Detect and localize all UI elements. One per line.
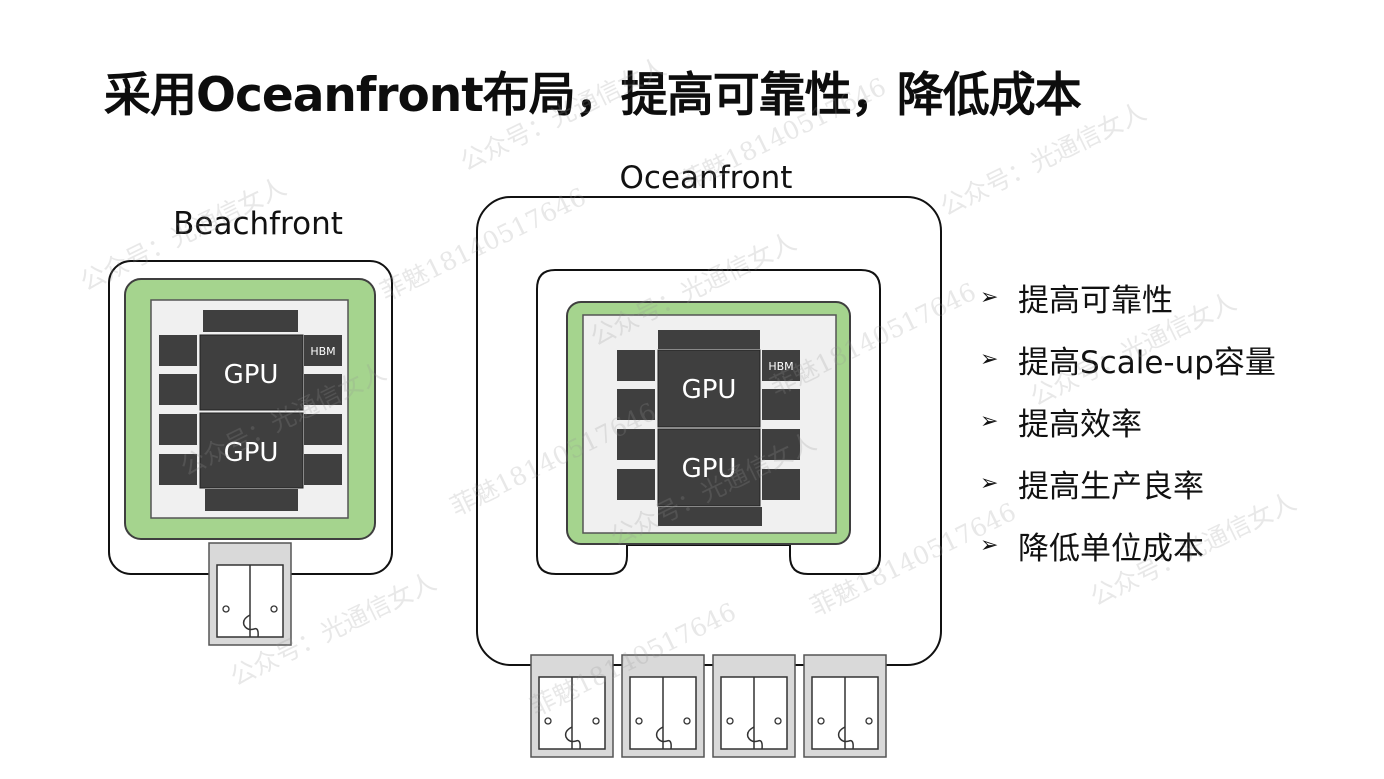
oceanfront-package: Oceanfront HBM GPU GPU — [476, 160, 942, 758]
arrow-bullet-icon: ➢ — [980, 284, 999, 310]
list-item-text: 提高可靠性 — [1018, 282, 1173, 319]
oceanfront-label: Oceanfront — [620, 160, 793, 196]
optical-connector — [621, 654, 705, 758]
top-bar — [203, 310, 298, 332]
hbm-stack — [304, 454, 342, 485]
optical-connector — [208, 542, 292, 646]
optical-connector — [530, 654, 614, 758]
hbm-stack — [617, 469, 655, 500]
optical-connector — [712, 654, 796, 758]
gpu-die — [199, 334, 304, 411]
gpu-label: GPU — [224, 360, 279, 390]
list-item: ➢ 提高Scale-up容量 — [980, 328, 1276, 390]
list-item: ➢ 提高可靠性 — [980, 266, 1276, 328]
hbm-stack — [159, 335, 197, 366]
hbm-stack-labeled — [762, 350, 800, 381]
hbm-stack — [304, 414, 342, 445]
hbm-stack — [617, 429, 655, 460]
list-item: ➢ 提高生产良率 — [980, 452, 1276, 514]
hbm-label: HBM — [310, 345, 335, 358]
list-item: ➢ 降低单位成本 — [980, 514, 1276, 576]
hbm-stack — [762, 389, 800, 420]
gpu-label: GPU — [682, 454, 737, 484]
benefits-list: ➢ 提高可靠性 ➢ 提高Scale-up容量 ➢ 提高效率 ➢ 提高生产良率 ➢ 降低单位… — [980, 266, 1276, 576]
gpu-die — [657, 428, 761, 507]
hbm-stack — [762, 469, 800, 500]
list-item-text: 提高Scale-up容量 — [1018, 344, 1276, 381]
hbm-stack — [617, 389, 655, 420]
beachfront-label: Beachfront — [173, 206, 343, 242]
hbm-stack — [159, 374, 197, 405]
list-item: ➢ 提高效率 — [980, 390, 1276, 452]
hbm-stack-labeled — [304, 335, 342, 366]
hbm-stack — [159, 414, 197, 445]
list-item-text: 提高效率 — [1018, 406, 1142, 443]
arrow-bullet-icon: ➢ — [980, 346, 999, 372]
arrow-bullet-icon: ➢ — [980, 408, 999, 434]
gpu-die — [199, 412, 304, 489]
hbm-stack — [762, 429, 800, 460]
top-bar — [658, 330, 760, 349]
list-item-text: 提高生产良率 — [1018, 468, 1204, 505]
list-item-text: 降低单位成本 — [1018, 530, 1204, 567]
hbm-stack — [159, 454, 197, 485]
hbm-label: HBM — [768, 360, 793, 373]
hbm-stack — [304, 374, 342, 405]
gpu-label: GPU — [682, 375, 737, 405]
hbm-stack — [617, 350, 655, 381]
arrow-bullet-icon: ➢ — [980, 470, 999, 496]
gpu-label: GPU — [224, 438, 279, 468]
bottom-bar — [205, 489, 298, 511]
slide-title: 采用Oceanfront布局，提高可靠性，降低成本 — [104, 68, 1082, 123]
beachfront-package: Beachfront HBM GPU GPU — [108, 206, 393, 646]
optical-connector — [803, 654, 887, 758]
arrow-bullet-icon: ➢ — [980, 532, 999, 558]
bottom-bar — [658, 507, 762, 526]
gpu-die — [657, 349, 761, 428]
